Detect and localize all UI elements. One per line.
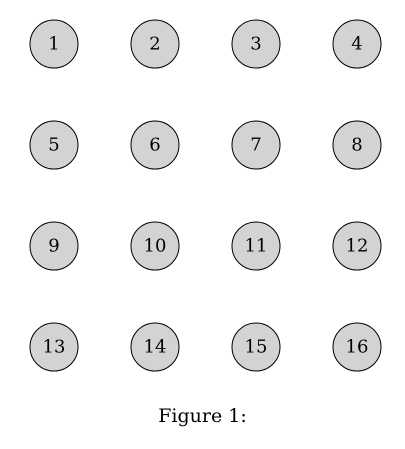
node-4: 4	[332, 19, 382, 69]
node-circle	[29, 120, 79, 170]
node-label: 2	[149, 34, 160, 55]
node-label: 9	[48, 236, 59, 257]
node-1: 1	[29, 19, 79, 69]
node-6: 6	[130, 120, 180, 170]
node-label: 1	[48, 34, 59, 55]
node-11: 11	[231, 221, 281, 271]
node-8: 8	[332, 120, 382, 170]
node-13: 13	[29, 322, 79, 372]
node-label: 7	[250, 135, 261, 156]
node-16: 16	[332, 322, 382, 372]
node-label: 4	[351, 34, 362, 55]
node-2: 2	[130, 19, 180, 69]
node-label: 16	[346, 337, 369, 358]
node-circle	[231, 322, 281, 372]
node-9: 9	[29, 221, 79, 271]
node-label: 13	[43, 337, 66, 358]
node-label: 11	[245, 236, 268, 257]
node-label: 8	[351, 135, 362, 156]
node-7: 7	[231, 120, 281, 170]
node-label: 5	[48, 135, 59, 156]
node-12: 12	[332, 221, 382, 271]
node-circle	[332, 322, 382, 372]
node-circle	[332, 19, 382, 69]
node-circle	[130, 19, 180, 69]
node-label: 6	[149, 135, 160, 156]
node-circle	[130, 221, 180, 271]
node-label: 10	[144, 236, 167, 257]
node-label: 14	[144, 337, 167, 358]
node-circle	[29, 19, 79, 69]
node-circle	[332, 221, 382, 271]
node-circle	[231, 19, 281, 69]
node-circle	[231, 120, 281, 170]
node-label: 3	[250, 34, 261, 55]
node-5: 5	[29, 120, 79, 170]
node-10: 10	[130, 221, 180, 271]
node-circle	[29, 221, 79, 271]
node-circle	[29, 322, 79, 372]
node-14: 14	[130, 322, 180, 372]
node-3: 3	[231, 19, 281, 69]
figure-caption: Figure 1:	[158, 405, 247, 427]
node-label: 12	[346, 236, 369, 257]
node-circle	[231, 221, 281, 271]
node-label: 15	[245, 337, 268, 358]
node-circle	[130, 322, 180, 372]
node-circle	[130, 120, 180, 170]
node-circle	[332, 120, 382, 170]
node-15: 15	[231, 322, 281, 372]
